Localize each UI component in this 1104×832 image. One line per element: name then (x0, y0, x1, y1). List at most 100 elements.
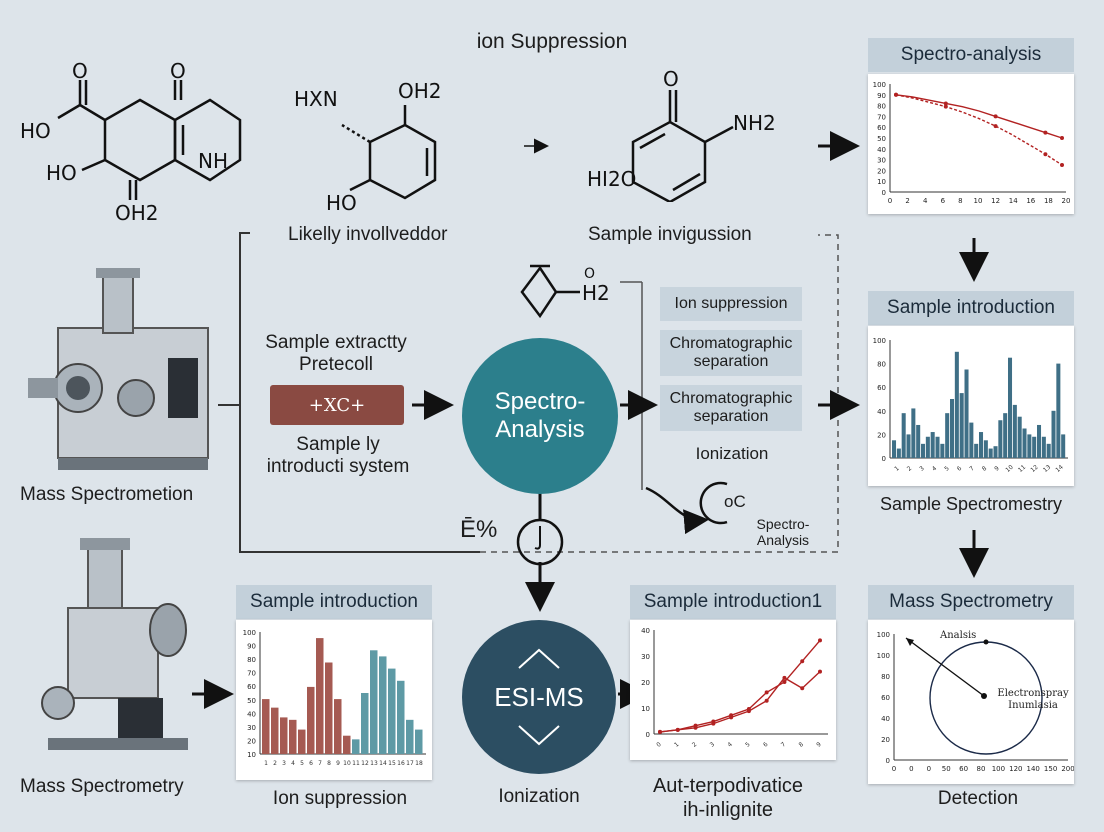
extract-label: Sample extractty Pretecoll (265, 332, 407, 375)
atom-label: H2 (582, 281, 610, 305)
x-tick-label: 3 (709, 741, 717, 749)
series-line (659, 639, 821, 733)
bar (388, 668, 396, 754)
analysis-note: Analsis (940, 630, 977, 641)
x-tick-label: 8 (798, 741, 806, 749)
data-point (800, 659, 805, 664)
atom-label: HO (46, 161, 77, 185)
x-tick-label: 11 (1017, 464, 1027, 474)
bar (1046, 443, 1051, 458)
y-tick-label: 80 (877, 103, 886, 111)
y-tick-label: 10 (641, 705, 650, 713)
y-tick-label: 0 (882, 189, 886, 197)
bar (940, 443, 945, 458)
x-tick-label: 12 (991, 197, 1000, 205)
x-tick-label: 10 (1004, 464, 1014, 474)
bar (298, 729, 306, 754)
bar (979, 432, 984, 458)
bar (415, 729, 423, 754)
y-tick-label: 10 (877, 178, 886, 186)
x-tick-label: 7 (780, 741, 788, 749)
chevron-icon (518, 648, 560, 746)
y-tick-label: 60 (881, 694, 890, 702)
y-tick-label: 40 (881, 715, 890, 723)
sample-intro-left-title: Sample introduction (236, 585, 432, 619)
bar (954, 351, 959, 458)
x-tick-label: 5 (744, 741, 752, 749)
data-point (746, 709, 751, 714)
ionization-caption: Ionization (498, 786, 580, 807)
y-tick-label: 20 (877, 167, 886, 175)
x-tick-label: 2 (691, 741, 699, 749)
instrument-caption: Mass Spectrometry (20, 776, 184, 797)
bar (906, 434, 911, 458)
data-point (782, 680, 787, 684)
data-point (764, 698, 769, 703)
y-tick-label: 60 (247, 683, 256, 691)
x-tick-label: 14 (1054, 464, 1064, 474)
molecule-structure-4: O H2 (520, 264, 610, 319)
bar (1008, 357, 1013, 458)
y-tick-label: 100 (877, 631, 890, 639)
x-tick-label: 3 (918, 465, 926, 473)
x-tick-label: 10 (974, 197, 983, 205)
bar (280, 717, 288, 754)
sample-pill: +XC+ (270, 385, 404, 425)
data-point (711, 721, 716, 726)
bar (916, 424, 921, 458)
bar (993, 446, 998, 458)
bar (343, 735, 351, 754)
atom-label: NH2 (733, 111, 776, 135)
bar (969, 422, 974, 458)
x-tick-label: 2 (273, 760, 277, 767)
x-tick-label: 16 (397, 760, 405, 767)
ion-suppression-tag: Ion suppression (660, 287, 802, 321)
bar (935, 436, 940, 458)
atom-label: HO (20, 119, 51, 143)
y-tick-label: 30 (877, 157, 886, 165)
x-tick-label: 9 (993, 465, 1001, 473)
intro-system-label: Sample ly introducti system (266, 434, 410, 477)
x-tick-label: 1 (264, 760, 268, 767)
data-point (658, 729, 662, 734)
ion-suppression-caption: Ion suppression (272, 788, 408, 809)
x-tick-label: 7 (318, 760, 322, 767)
x-tick-label: 150 (1044, 765, 1057, 773)
x-tick-label: 6 (309, 760, 313, 767)
series-line (895, 94, 1063, 166)
spectro-analysis-circle: Spectro- Analysis (462, 338, 618, 494)
valve-symbol (516, 518, 564, 566)
chromatographic-separation-tag: Chromatographic separation (660, 330, 802, 376)
spectro-analysis-small: Spectro- Analysis (756, 516, 810, 548)
molecule-structure-2: HXN OH2 HO (294, 80, 442, 215)
diagram-title: ion Suppression (476, 30, 628, 53)
spectro-panel-title: Spectro-analysis (868, 38, 1074, 72)
data-point (894, 92, 898, 97)
esi-ms-label: ESI-MS (494, 681, 584, 712)
y-tick-label: 40 (877, 146, 886, 154)
bar (911, 408, 916, 458)
x-tick-label: 17 (406, 760, 414, 767)
y-tick-label: 100 (877, 652, 890, 660)
bar (925, 436, 930, 458)
y-tick-label: 80 (247, 656, 256, 664)
molecule-structure-3: O NH2 HI2O (587, 67, 776, 202)
data-point (1043, 152, 1048, 157)
x-tick-label: 9 (336, 760, 340, 767)
x-tick-label: 1 (893, 465, 901, 473)
atom-label: HI2O (587, 167, 636, 191)
bar (370, 650, 378, 754)
x-tick-label: 18 (1044, 197, 1053, 205)
x-tick-label: 14 (379, 760, 387, 767)
x-tick-label: 5 (300, 760, 304, 767)
x-tick-label: 12 (361, 760, 369, 767)
x-tick-label: 8 (981, 465, 989, 473)
sample-spectromestry-caption: Sample Spectromestry (879, 494, 1063, 514)
bar (307, 686, 315, 754)
x-tick-label: 1 (673, 741, 681, 749)
x-tick-label: 2 (906, 465, 914, 473)
y-tick-label: 100 (873, 337, 886, 345)
pointer-line (905, 637, 985, 697)
bar (361, 693, 369, 754)
bar (352, 739, 360, 754)
